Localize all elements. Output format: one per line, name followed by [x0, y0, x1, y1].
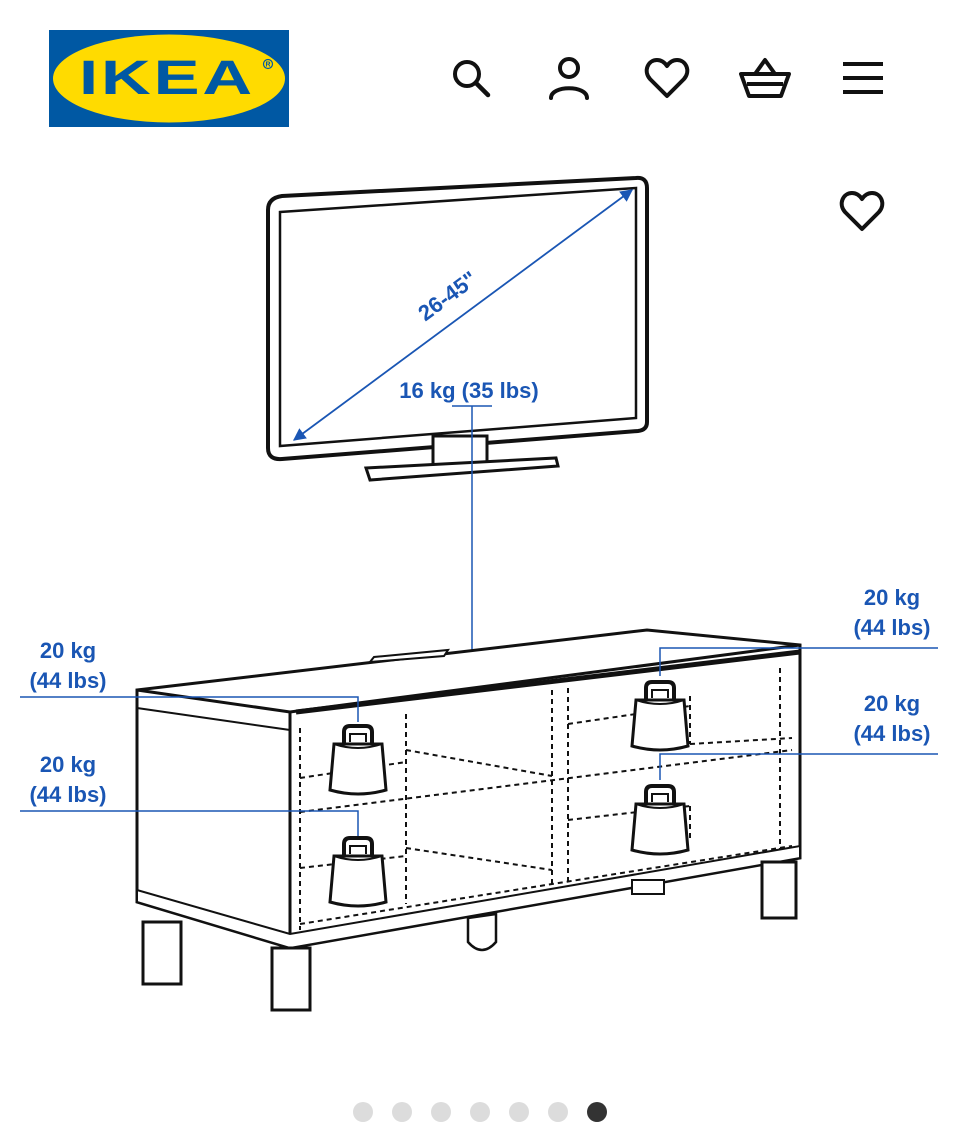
- tv-weight-label: 16 kg (35 lbs): [399, 378, 538, 403]
- search-icon[interactable]: [445, 52, 497, 104]
- logo-text: IKEA: [79, 52, 255, 105]
- favourites-icon[interactable]: [641, 52, 693, 104]
- carousel-dot[interactable]: [548, 1102, 568, 1122]
- account-icon[interactable]: [543, 52, 595, 104]
- svg-text:20 kg: 20 kg: [40, 638, 96, 663]
- header-actions: [440, 52, 900, 104]
- load-label-top-left: 20 kg (44 lbs): [20, 638, 359, 722]
- carousel-dot[interactable]: [587, 1102, 607, 1122]
- svg-text:20 kg: 20 kg: [864, 585, 920, 610]
- carousel-dot[interactable]: [431, 1102, 451, 1122]
- carousel-dot[interactable]: [509, 1102, 529, 1122]
- product-image: 26-45" 16 kg (35 lbs): [0, 160, 960, 1040]
- svg-text:20 kg: 20 kg: [40, 752, 96, 777]
- svg-text:20 kg: 20 kg: [864, 691, 920, 716]
- svg-text:R: R: [265, 62, 270, 69]
- heart-outline-icon[interactable]: [836, 185, 888, 237]
- tv-bench-drawing: [135, 628, 802, 1012]
- svg-text:(44 lbs): (44 lbs): [29, 782, 106, 807]
- tv-drawing: 26-45" 16 kg (35 lbs): [266, 175, 649, 666]
- ikea-logo[interactable]: IKEA R: [49, 30, 289, 127]
- load-label-bottom-right: 20 kg (44 lbs): [659, 691, 938, 780]
- svg-text:(44 lbs): (44 lbs): [853, 615, 930, 640]
- image-carousel-dots: [0, 1102, 960, 1124]
- basket-icon[interactable]: [739, 52, 791, 104]
- svg-text:(44 lbs): (44 lbs): [853, 721, 930, 746]
- carousel-dot[interactable]: [353, 1102, 373, 1122]
- site-header: IKEA R: [0, 0, 960, 150]
- carousel-dot[interactable]: [470, 1102, 490, 1122]
- menu-icon[interactable]: [837, 52, 889, 104]
- load-capacity-illustration: 26-45" 16 kg (35 lbs): [20, 175, 938, 1012]
- svg-text:(44 lbs): (44 lbs): [29, 668, 106, 693]
- carousel-dot[interactable]: [392, 1102, 412, 1122]
- load-label-bottom-left: 20 kg (44 lbs): [20, 752, 359, 836]
- ikea-logo-graphic: IKEA R: [49, 30, 289, 127]
- load-label-top-right: 20 kg (44 lbs): [659, 585, 938, 676]
